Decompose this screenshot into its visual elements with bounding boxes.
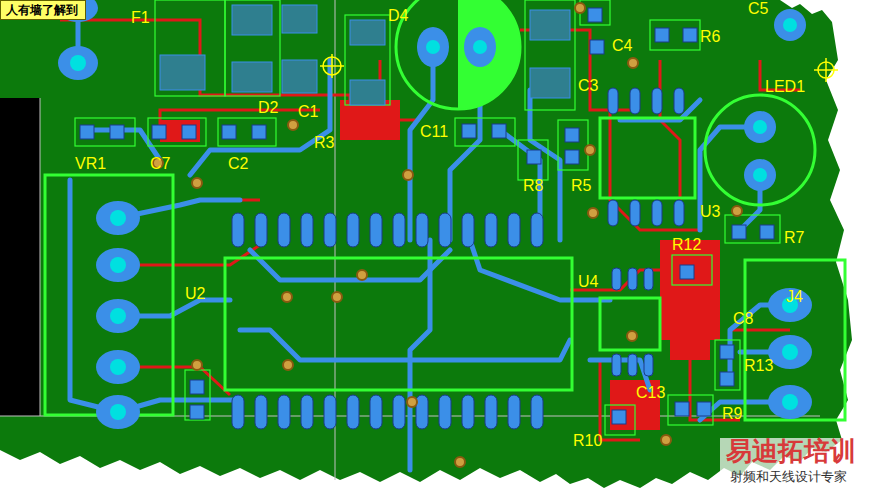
- part-designator: LED1: [765, 79, 805, 95]
- part-designator: J4: [786, 289, 803, 305]
- part-designator: C5: [748, 1, 768, 17]
- part-designator: VR1: [75, 156, 106, 172]
- part-designator: D2: [258, 100, 278, 116]
- part-designator: U3: [700, 204, 720, 220]
- part-designator: C3: [578, 78, 598, 94]
- part-designator: C4: [612, 38, 632, 54]
- part-designator: R3: [314, 135, 334, 151]
- part-designator: U2: [185, 286, 205, 302]
- part-designator: C11: [420, 124, 448, 140]
- part-designator: C8: [733, 311, 753, 327]
- part-designator: U4: [578, 274, 598, 290]
- part-designator: D4: [388, 8, 408, 24]
- part-designator: C2: [228, 156, 248, 172]
- part-designator: C1: [298, 104, 318, 120]
- part-designator: R8: [523, 178, 543, 194]
- watermark: 易迪拓培训: [726, 438, 856, 464]
- part-designator: C13: [636, 385, 665, 401]
- title-text: 人有墙了解到: [1, 1, 85, 19]
- part-designator: R13: [744, 358, 773, 374]
- part-designator: R5: [571, 178, 591, 194]
- part-designator: R7: [784, 230, 804, 246]
- watermark-subtitle: 射频和天线设计专家: [730, 470, 847, 483]
- part-designator: R10: [573, 433, 602, 449]
- part-designator: C7: [150, 156, 170, 172]
- part-designator: R9: [722, 406, 742, 422]
- part-designator: F1: [131, 10, 150, 26]
- part-designator: R6: [700, 29, 720, 45]
- part-designator: R12: [672, 237, 701, 253]
- title-box: 人有墙了解到: [0, 0, 86, 20]
